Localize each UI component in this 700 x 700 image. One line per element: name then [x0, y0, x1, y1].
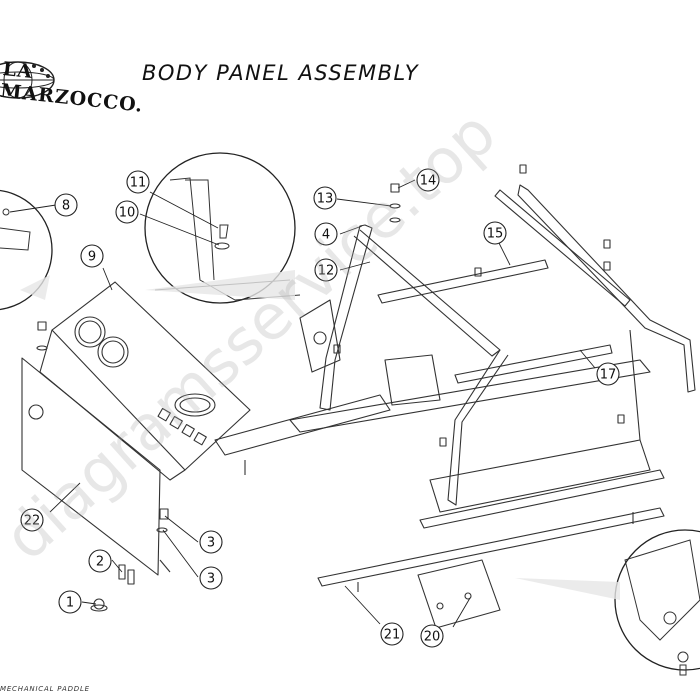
callout-17: 17 [596, 362, 620, 386]
globe-icon [0, 61, 55, 99]
callout-circle [380, 622, 404, 646]
callout-10: 10 [115, 200, 139, 224]
pressure-gauge-2 [97, 336, 129, 368]
callout-20: 20 [420, 624, 444, 648]
callout-circle [80, 244, 104, 268]
front-panel [21, 357, 161, 576]
callout-4: 4 [314, 222, 338, 246]
callout-circle [416, 168, 440, 192]
callout-circle [126, 170, 150, 194]
callout-9: 9 [80, 244, 104, 268]
side-frame-right [517, 184, 696, 393]
callout-number: 3 [207, 572, 215, 587]
detail-view-washer [144, 152, 296, 304]
top-rail-15 [377, 259, 549, 304]
callout-number: 17 [600, 368, 617, 383]
callout-number: 20 [424, 630, 441, 645]
frame-rail-upper [214, 394, 391, 456]
callout-number: 12 [318, 264, 335, 279]
display-window [174, 393, 216, 417]
callout-1: 1 [58, 590, 82, 614]
callout-circle [313, 186, 337, 210]
frame-long-beam [317, 507, 665, 587]
page-title: BODY PANEL ASSEMBLY [142, 61, 420, 85]
footer-note: MECHANICAL PADDLE [0, 685, 90, 693]
callout-11: 11 [126, 170, 150, 194]
callout-circle [199, 530, 223, 554]
callout-circle [58, 590, 82, 614]
callout-2: 2 [88, 549, 112, 573]
gauge-panel [51, 281, 251, 471]
callout-circle [596, 362, 620, 386]
mounting-bracket-right [299, 299, 341, 373]
callout-circle [314, 222, 338, 246]
callout-number: 22 [24, 514, 41, 529]
callout-number: 14 [420, 174, 437, 189]
callout-number: 3 [207, 536, 215, 551]
callout-number: 4 [322, 228, 330, 243]
callout-13: 13 [313, 186, 337, 210]
callout-14: 14 [416, 168, 440, 192]
frame-base-plate [429, 439, 651, 513]
callout-circle [54, 193, 78, 217]
pressure-gauge-1 [74, 316, 106, 348]
callout-number: 15 [487, 227, 504, 242]
callout-number: 1 [66, 596, 74, 611]
callout-21: 21 [380, 622, 404, 646]
side-frame-left [319, 224, 373, 411]
brand-logo: LA MARZOCCO. [0, 28, 144, 117]
callout-circle [88, 549, 112, 573]
frame-lower-beam [419, 469, 665, 529]
callout-22: 22 [20, 508, 44, 532]
callout-number: 8 [62, 199, 70, 214]
frame-rail-mid [289, 359, 651, 433]
callout-circle [199, 566, 223, 590]
detail-view-right [614, 529, 700, 671]
detail-view-left [0, 189, 53, 311]
mounting-bracket-left [384, 354, 441, 406]
callout-number: 21 [384, 628, 401, 643]
callout-12: 12 [314, 258, 338, 282]
callout-circle [115, 200, 139, 224]
callout-number: 13 [317, 192, 334, 207]
bracket-plate [417, 559, 501, 629]
callout-circle [314, 258, 338, 282]
top-rail-17 [454, 344, 613, 384]
callout-circle [420, 624, 444, 648]
callout-8: 8 [54, 193, 78, 217]
callout-15: 15 [483, 221, 507, 245]
callout-3: 3 [199, 566, 223, 590]
callout-number: 11 [130, 176, 147, 191]
callout-circle [483, 221, 507, 245]
callout-number: 9 [88, 250, 96, 265]
callout-circle [20, 508, 44, 532]
callout-number: 10 [119, 206, 136, 221]
callout-number: 2 [96, 555, 104, 570]
callout-3: 3 [199, 530, 223, 554]
